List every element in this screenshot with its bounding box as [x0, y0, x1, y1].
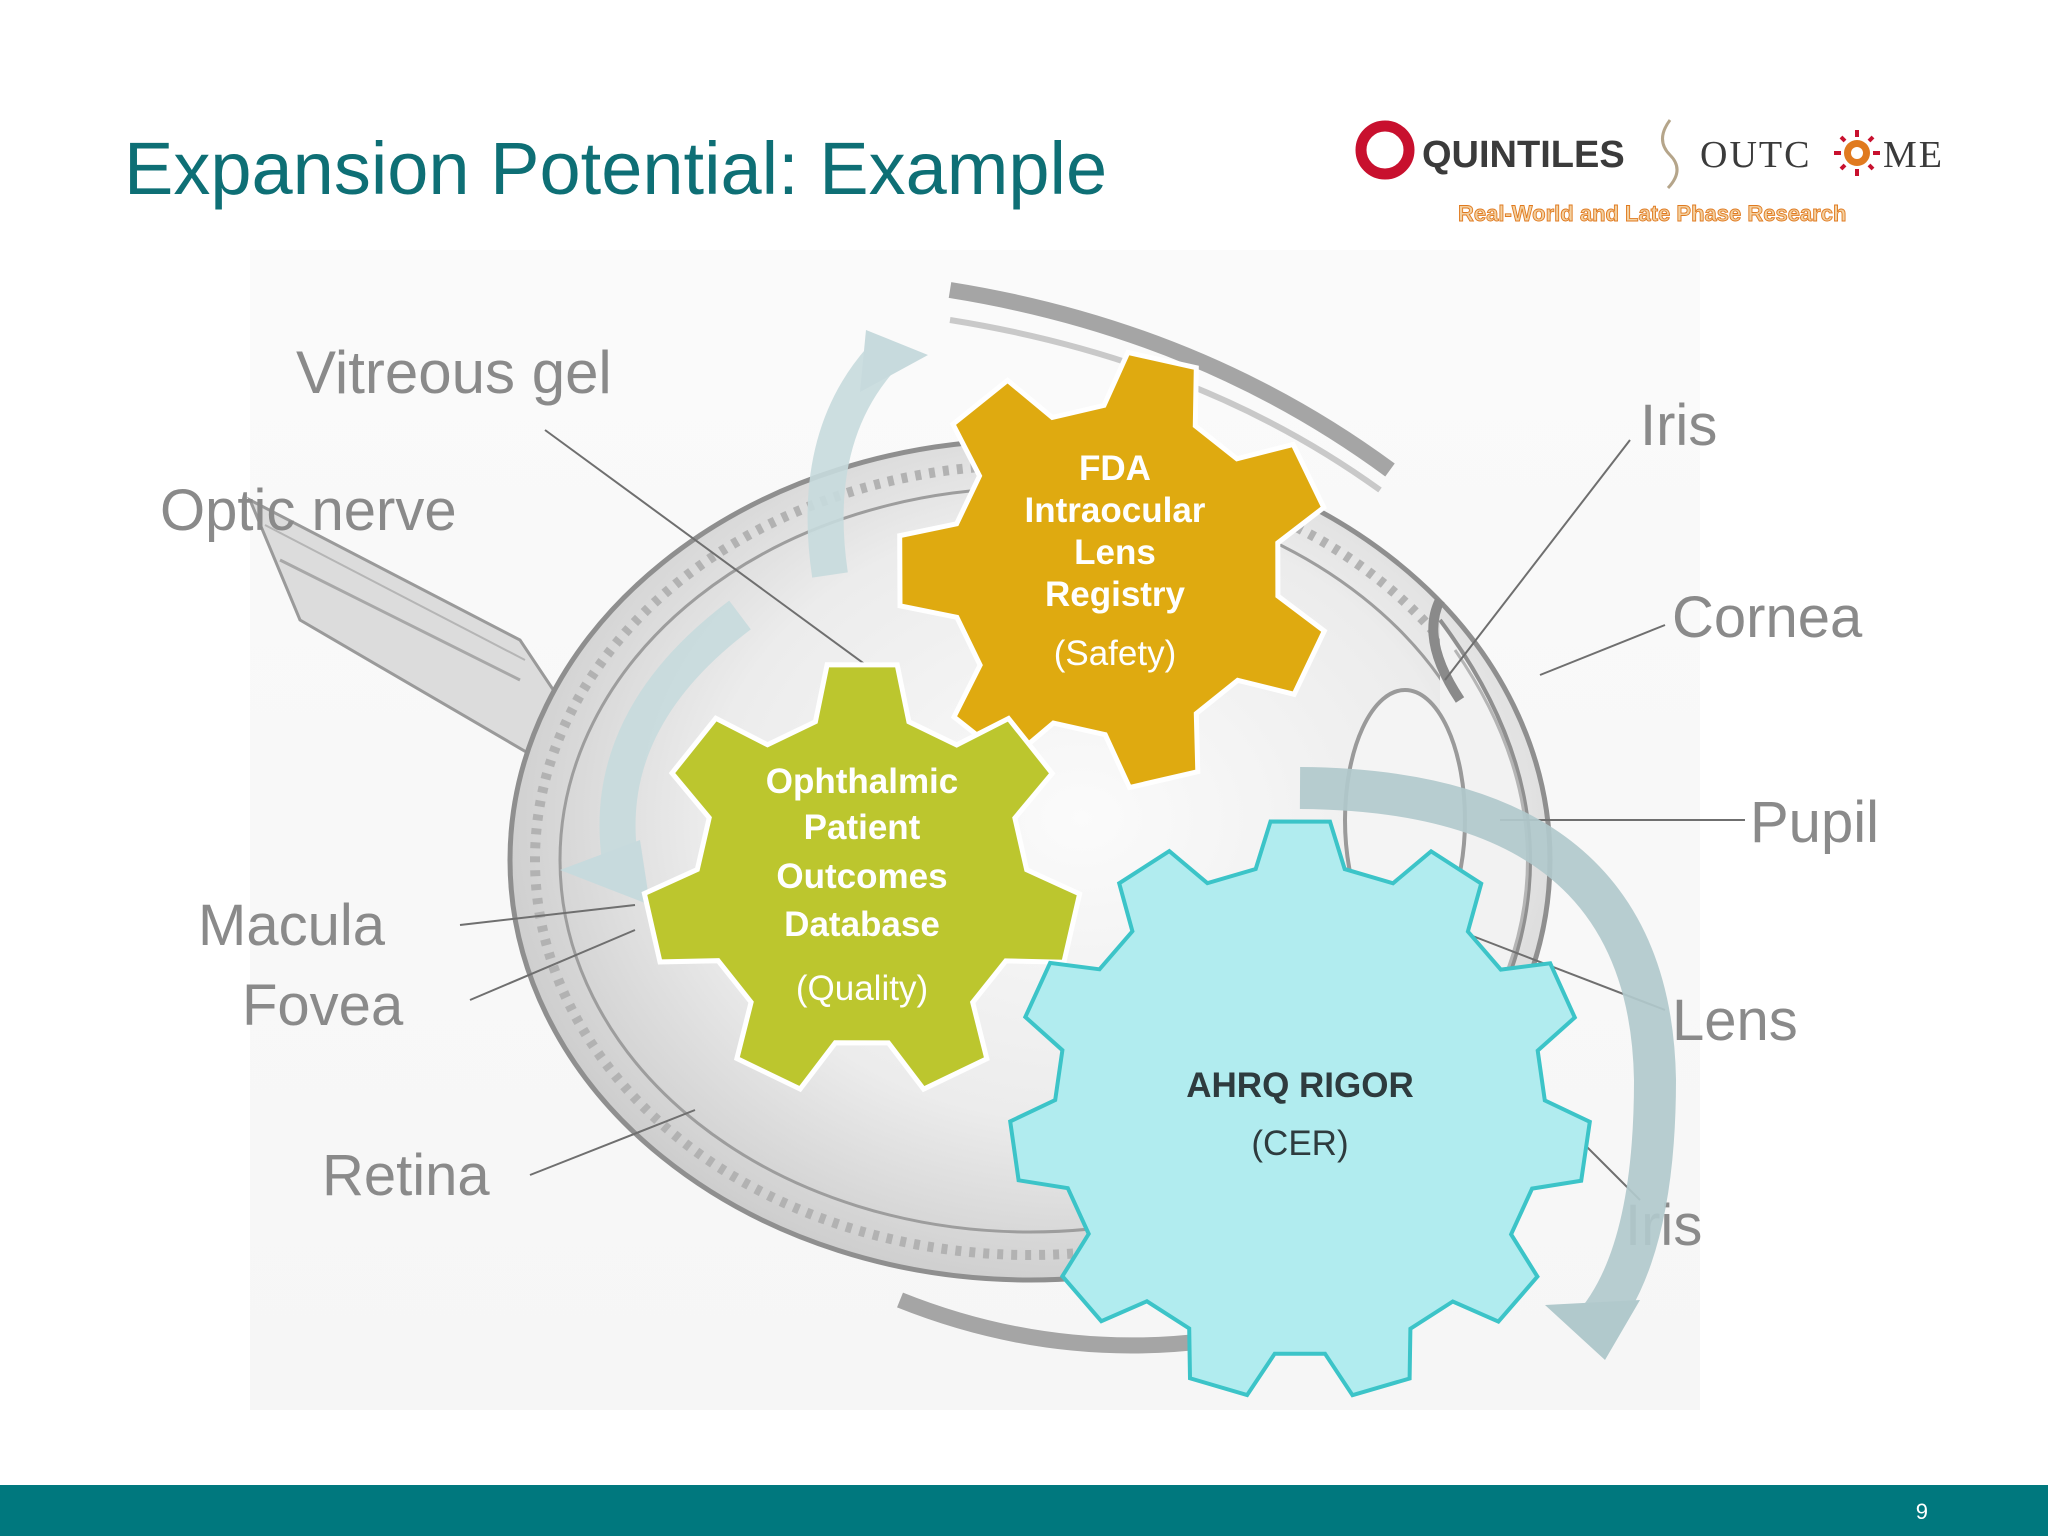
gear-ophthalmic-line-1: Ophthalmic	[766, 762, 959, 801]
arrow-around-head-icon	[1545, 1300, 1640, 1360]
logo-outcome-text-a: OUTC	[1700, 134, 1811, 176]
gear-fda-line-3: Lens	[1074, 533, 1156, 572]
logo-tagline: Real-World and Late Phase Research	[1458, 201, 1846, 226]
page-title: Expansion Potential: Example	[124, 127, 1108, 210]
company-logo: QUINTILES OUTC ME Real-World and Late Ph…	[1355, 119, 1944, 226]
quintiles-ring-icon	[1355, 120, 1415, 180]
label-pupil: Pupil	[1750, 790, 1879, 855]
gear-fda-line-4: Registry	[1045, 575, 1186, 614]
footer-bar: 9	[0, 1485, 2048, 1536]
label-cornea: Cornea	[1672, 585, 1863, 650]
eye-labels: Vitreous gel Optic nerve Macula Fovea Re…	[160, 339, 1879, 1258]
gear-ophthalmic-line-3: Outcomes	[776, 857, 947, 896]
outcome-sun-icon	[1834, 130, 1880, 176]
gear-ahrq-sub: (CER)	[1251, 1124, 1348, 1163]
page-number: 9	[1915, 1499, 1928, 1524]
logo-divider-icon	[1661, 119, 1679, 190]
arrow-around-icon	[1299, 767, 1677, 1345]
label-macula: Macula	[198, 893, 386, 958]
gear-fda-sub: (Safety)	[1054, 634, 1177, 673]
gear-ophthalmic-line-4: Database	[784, 905, 940, 944]
cycle-arrows	[560, 330, 1677, 1360]
label-optic-nerve: Optic nerve	[160, 478, 457, 543]
gear-ophthalmic: Ophthalmic Patient Outcomes Database (Qu…	[641, 662, 1083, 1093]
label-fovea: Fovea	[242, 973, 404, 1038]
label-retina: Retina	[322, 1143, 490, 1208]
arrow-down-head-icon	[560, 840, 650, 905]
label-iris-top: Iris	[1640, 393, 1717, 458]
label-lens: Lens	[1672, 988, 1798, 1053]
gear-ophthalmic-sub: (Quality)	[796, 969, 928, 1008]
gear-fda-line-1: FDA	[1079, 449, 1151, 488]
logo-quintiles-text: QUINTILES	[1422, 134, 1625, 176]
gear-ahrq-title: AHRQ RIGOR	[1186, 1066, 1414, 1105]
gear-fda: FDA Intraocular Lens Registry (Safety)	[897, 349, 1328, 791]
gear-fda-line-2: Intraocular	[1025, 491, 1206, 530]
logo-outcome-text-b: ME	[1883, 134, 1944, 176]
label-vitreous-gel: Vitreous gel	[296, 339, 612, 406]
arrow-up-head-icon	[860, 330, 928, 392]
gear-ahrq: AHRQ RIGOR (CER)	[1008, 819, 1592, 1398]
arrow-down-icon	[599, 600, 751, 863]
gear-ophthalmic-line-2: Patient	[804, 808, 921, 847]
